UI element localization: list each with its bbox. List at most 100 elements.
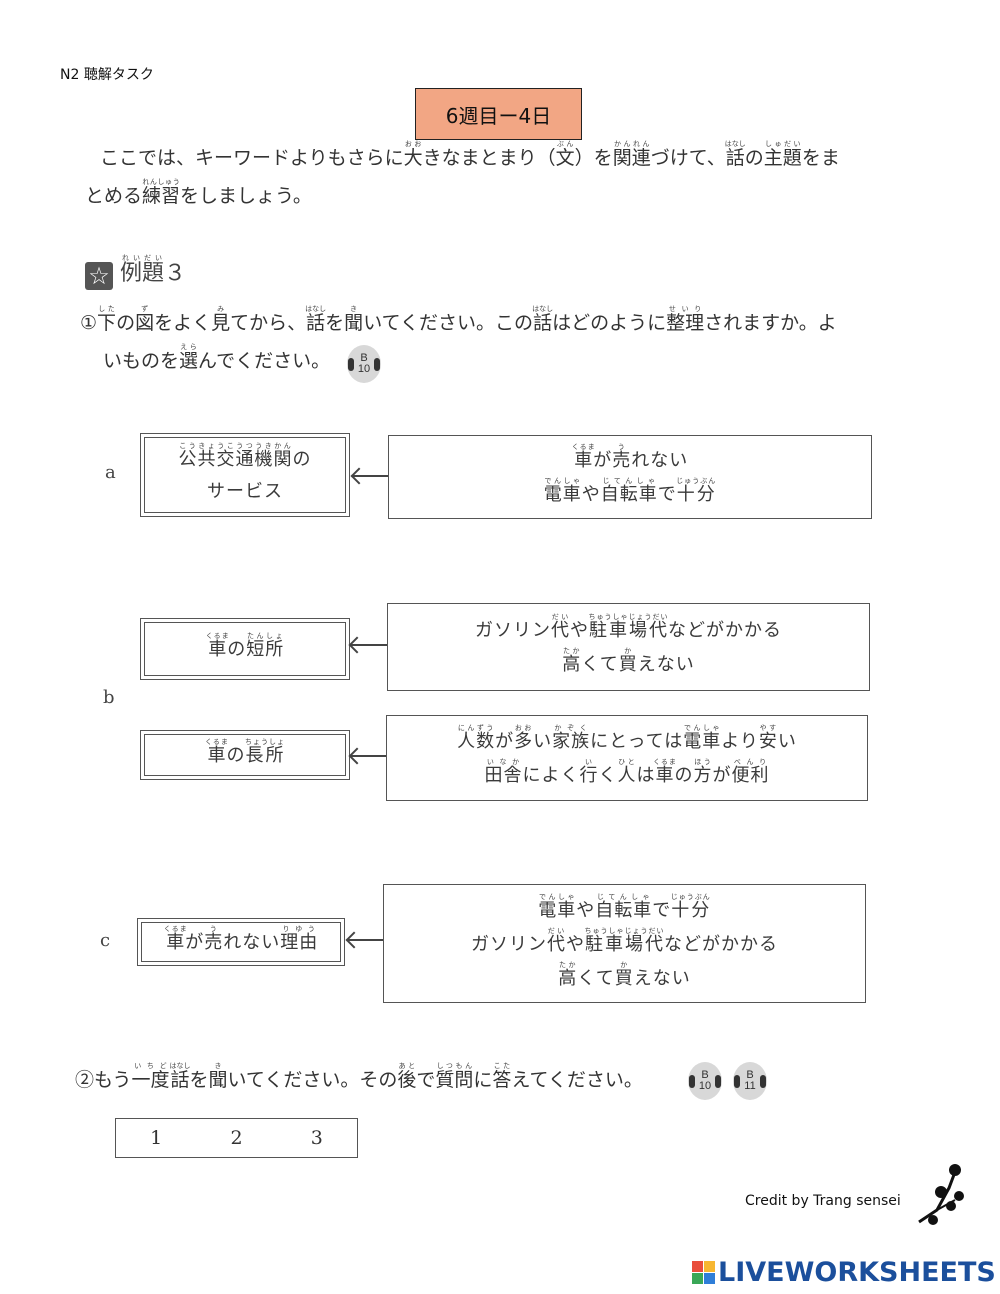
furigana-word: 十分じゅうぶん xyxy=(676,477,717,505)
box-text-line: ガソリン代だいや駐車場代ちゅうしゃじょうだいなどがかかる xyxy=(475,613,782,641)
furigana-word: 電車でんしゃ xyxy=(683,724,722,752)
furigana-word: 長所ちょうしょ xyxy=(244,738,285,766)
furigana-word: 車くるま xyxy=(571,443,596,471)
furigana-word: 便利べんり xyxy=(731,758,770,786)
furigana-word: 自転車じてんしゃ xyxy=(600,477,658,505)
option-a-topic-box: 公共交通機関こうきょうこうつうきかんのサービス xyxy=(140,433,350,517)
furigana-word: 安やす xyxy=(758,724,778,752)
furigana-word: 売う xyxy=(612,443,632,471)
box-text-line: 公共交通機関こうきょうこうつうきかんの xyxy=(178,442,312,470)
furigana-word: 方ほう xyxy=(693,758,713,786)
box-text-line: 田舎いなかによく行いく人ひとは車くるまの方ほうが便利べんり xyxy=(484,758,770,786)
week-badge: 6週目ー4日 xyxy=(415,88,582,140)
furigana-word: 売う xyxy=(204,925,224,953)
furigana-word: 代だい xyxy=(551,613,570,641)
question-1-line-1: ①下したの図ずをよく見みてから、話はなしを聞きいてください。この話はなしはどのよ… xyxy=(80,305,837,334)
intro-line-1: ここでは、キーワードよりもさらに大おおきなまとまり（文ぶん）を関連かんれんづけて… xyxy=(100,140,840,169)
furigana-word: 多おお xyxy=(514,724,534,752)
option-b-topic-1-box: 車くるまの短所たんしょ xyxy=(140,618,350,680)
box-text-line: 車くるまが売うれない xyxy=(571,443,689,471)
option-b-label: b xyxy=(103,687,115,708)
furigana-word: 車くるま xyxy=(205,632,230,660)
furigana-word: 買か xyxy=(614,960,634,989)
furigana-word: 話はなし xyxy=(305,305,327,334)
answer-choice-3[interactable]: 3 xyxy=(310,1127,323,1149)
furigana-word: 行い xyxy=(579,758,599,786)
track-number: 11 xyxy=(744,1080,756,1092)
furigana-word: 関連かんれん xyxy=(612,140,651,169)
option-b-topic-2-box: 車くるまの長所ちょうしょ xyxy=(140,730,350,780)
furigana-word: 聞き xyxy=(208,1062,228,1091)
furigana-word: 下した xyxy=(97,305,117,334)
cherry-blossom-branch-icon xyxy=(918,1164,964,1225)
arrow-left-icon xyxy=(352,475,388,477)
box-text-line: 高たかくて買かえない xyxy=(558,960,691,989)
example-heading: 例題れいだい３ xyxy=(120,254,187,286)
furigana-word: 駐車場代ちゅうしゃじょうだい xyxy=(588,613,669,641)
furigana-word: 答こた xyxy=(492,1062,512,1091)
furigana-word: 駐車場代ちゅうしゃじょうだい xyxy=(584,926,665,955)
question-1-line-2: いものを選えらんでください。 xyxy=(103,343,331,372)
track-number: 10 xyxy=(698,1080,712,1092)
brand-name: LIVEWORKSHEETS xyxy=(718,1257,996,1288)
furigana-word: 話はなし xyxy=(724,140,746,169)
answer-choice-2[interactable]: 2 xyxy=(230,1127,243,1149)
option-a-label: a xyxy=(105,462,116,483)
box-text-line: 電車でんしゃや自転車じてんしゃで十分じゅうぶん xyxy=(543,477,717,505)
furigana-word: 理由りゆう xyxy=(280,925,319,953)
furigana-word: 高たか xyxy=(558,960,578,989)
worksheet-title: N2 聴解タスク xyxy=(60,67,154,83)
box-text-line: 高たかくて買かえない xyxy=(562,647,695,675)
furigana-word: 代だい xyxy=(547,926,566,955)
furigana-word: 話はなし xyxy=(532,305,554,334)
liveworksheets-logo[interactable]: LIVEWORKSHEETS xyxy=(692,1257,996,1288)
option-b-details-2-box: 人数にんずうが多おおい家族かぞくにとっては電車でんしゃより安やすい田舎いなかによ… xyxy=(386,715,868,801)
furigana-word: 質問しつもん xyxy=(435,1062,474,1091)
question-2: ②もう一度いちど話はなしを聞きいてください。その後あとで質問しつもんに答こたえて… xyxy=(75,1062,643,1091)
furigana-word: 話はなし xyxy=(169,1062,191,1091)
answer-choices: 1 2 3 xyxy=(115,1118,358,1158)
track-letter: B xyxy=(746,1069,754,1081)
track-letter: B xyxy=(701,1069,709,1081)
furigana-word: 車くるま xyxy=(653,758,677,786)
furigana-word: 人ひと xyxy=(617,758,637,786)
intro-line-2: とめる練習れんしゅうをしましょう。 xyxy=(85,178,312,207)
furigana-word: 公共交通機関こうきょうこうつうきかん xyxy=(178,442,293,470)
furigana-word: 聞き xyxy=(344,305,364,334)
answer-choice-1[interactable]: 1 xyxy=(150,1127,163,1149)
arrow-left-icon xyxy=(347,939,383,941)
furigana-word: 後あと xyxy=(397,1062,417,1091)
furigana-word: 十分じゅうぶん xyxy=(670,892,711,921)
furigana-word: 練習れんしゅう xyxy=(142,178,181,207)
option-c-topic-box: 車くるまが売うれない理由りゆう xyxy=(137,918,345,966)
furigana-word: 自転車じてんしゃ xyxy=(595,892,653,921)
furigana-word: 電車でんしゃ xyxy=(543,477,582,505)
option-b-topic-1: 車くるまの短所たんしょ xyxy=(144,622,346,676)
furigana-word: 田舎いなか xyxy=(484,758,523,786)
furigana-word: 見み xyxy=(211,305,231,334)
furigana-word: 主題しゅだい xyxy=(763,140,802,169)
box-text-line: 車くるまが売うれない理由りゆう xyxy=(163,925,319,953)
option-a-details-box: 車くるまが売うれない電車でんしゃや自転車じてんしゃで十分じゅうぶん xyxy=(388,435,872,519)
option-c-details-box: 電車でんしゃや自転車じてんしゃで十分じゅうぶんガソリン代だいや駐車場代ちゅうしゃ… xyxy=(383,884,866,1003)
arrow-left-icon xyxy=(350,755,386,757)
furigana-word: 高たか xyxy=(562,647,582,675)
option-a-topic: 公共交通機関こうきょうこうつうきかんのサービス xyxy=(144,437,346,513)
box-text-line: 車くるまの長所ちょうしょ xyxy=(205,738,285,766)
credit-text: Credit by Trang sensei xyxy=(745,1193,901,1209)
box-text-line: サービス xyxy=(207,481,283,502)
furigana-word: 整理せいり xyxy=(666,305,705,334)
furigana-word: 文ぶん xyxy=(555,140,575,169)
furigana-word: 車くるま xyxy=(205,738,229,766)
track-number: 10 xyxy=(357,363,371,375)
furigana-word: 車くるま xyxy=(163,925,188,953)
furigana-word: 家族かぞく xyxy=(552,724,591,752)
furigana-word: 大おお xyxy=(403,140,423,169)
option-c-label: c xyxy=(100,930,111,951)
box-text-line: 電車でんしゃや自転車じてんしゃで十分じゅうぶん xyxy=(538,892,711,921)
furigana-word: 例題れいだい xyxy=(120,254,165,286)
